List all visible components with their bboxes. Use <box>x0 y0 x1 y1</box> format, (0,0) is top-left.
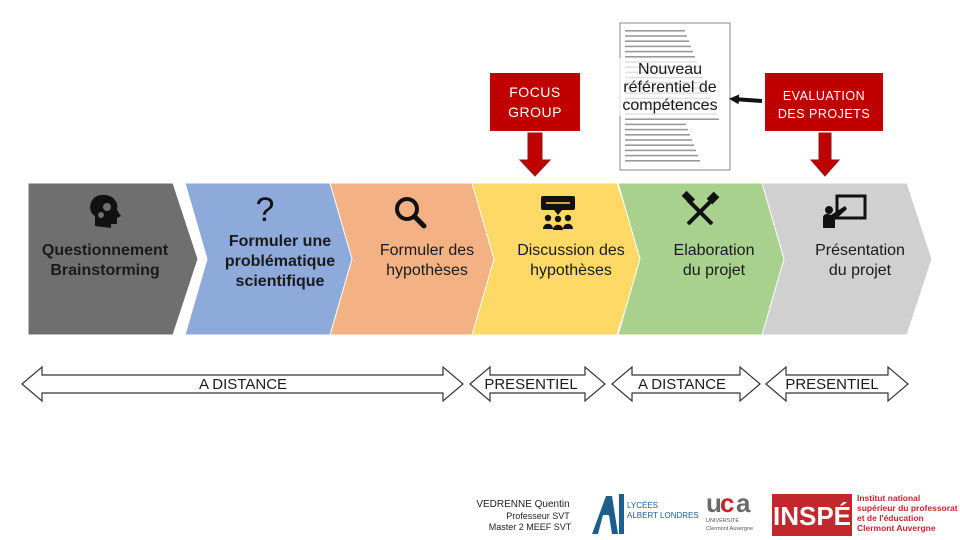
evaluation-line2: DES PROJETS <box>778 107 870 121</box>
focus-group-line2: GROUP <box>508 104 562 120</box>
tools-icon <box>681 190 720 226</box>
step-3-label-line-2: hypothèses <box>386 262 468 279</box>
note-line3: compétences <box>622 97 717 114</box>
document-text-line <box>625 154 698 157</box>
document-text-line <box>625 30 685 32</box>
question-mark-icon: ? <box>256 191 275 229</box>
uca-logo-line1: UNIVERSITÉ <box>706 517 739 524</box>
document-text-line <box>625 149 696 152</box>
document-text-line <box>625 118 719 120</box>
phase-label-1: A DISTANCE <box>199 376 287 393</box>
author-role: Professeur SVT <box>506 511 570 521</box>
lycees-logo-line2: ALBERT LONDRES <box>627 511 699 520</box>
note-line1: Nouveau <box>638 61 702 78</box>
document-text-line <box>625 144 694 146</box>
phase-arrow-3 <box>611 365 761 403</box>
document-text-line <box>625 56 695 58</box>
document-text-line <box>625 50 693 53</box>
focus-group-callout: FOCUS GROUP <box>490 73 580 177</box>
lycees-albert-londres-logo: LYCÉES ALBERT LONDRES <box>592 494 699 534</box>
step-4-label-line-1: Discussion des <box>517 242 625 259</box>
step-1-label-line-2: Brainstorming <box>50 262 159 279</box>
phase-arrow-1 <box>21 365 464 403</box>
phase-timeline: A DISTANCE PRESENTIEL A DISTANCE PRESENTIEL <box>21 365 909 403</box>
step-chevron-6 <box>761 182 933 336</box>
group-discussion-icon <box>541 196 575 230</box>
author-name: VEDRENNE Quentin <box>476 499 569 510</box>
uca-logo-line2: Clermont Auvergne <box>706 526 753 532</box>
presenter-board-icon <box>823 194 867 228</box>
process-steps <box>27 182 933 336</box>
magnifier-icon <box>395 197 427 229</box>
phase-label-2: PRESENTIEL <box>484 376 577 393</box>
step-6-label-line-2: du projet <box>829 262 892 279</box>
phase-arrow-2 <box>469 365 606 403</box>
step-2-label-line-1: Formuler une <box>229 233 331 250</box>
inspe-logo: INSPÉ Institut national supérieur du pro… <box>772 493 958 536</box>
evaluation-box <box>765 73 883 131</box>
evaluation-callout: EVALUATION DES PROJETS <box>765 73 883 177</box>
evaluation-line1: EVALUATION <box>783 89 865 103</box>
svg-text:u: u <box>706 488 722 518</box>
step-5-label-line-2: du projet <box>683 262 746 279</box>
document-text-line <box>625 35 687 37</box>
step-chevron-1 <box>27 182 199 336</box>
author-block: VEDRENNE Quentin Professeur SVT Master 2… <box>476 499 571 532</box>
evaluation-to-framework-arrow <box>729 94 763 105</box>
inspe-line1: Institut national <box>857 493 920 503</box>
document-text-line <box>625 134 690 136</box>
uca-logo: u c a UNIVERSITÉ Clermont Auvergne <box>706 488 753 532</box>
document-text-line <box>625 139 692 141</box>
step-2-label-line-2: problématique <box>225 253 335 270</box>
competence-framework-document: Nouveau référentiel de compétences <box>618 22 731 171</box>
document-text-line <box>625 40 689 42</box>
head-gears-icon <box>90 194 121 228</box>
document-text-line <box>625 160 700 162</box>
lycees-logo-line1: LYCÉES <box>627 501 658 510</box>
document-text-line <box>625 128 688 131</box>
phase-arrow-4 <box>765 365 909 403</box>
focus-group-box <box>490 73 580 131</box>
svg-text:c: c <box>720 488 734 518</box>
svg-text:?: ? <box>256 191 275 229</box>
step-4-label-line-2: hypothèses <box>530 262 612 279</box>
phase-label-3: A DISTANCE <box>638 376 726 393</box>
step-3-label-line-1: Formuler des <box>380 242 474 259</box>
phase-label-4: PRESENTIEL <box>785 376 878 393</box>
evaluation-down-arrow <box>809 132 841 177</box>
step-2-label-line-3: scientifique <box>236 273 325 290</box>
step-1-label-line-1: Questionnement <box>42 242 169 259</box>
document-text-line <box>625 123 686 126</box>
svg-text:a: a <box>736 488 751 518</box>
step-5-label-line-1: Elaboration <box>674 242 755 259</box>
step-chevron-4 <box>471 182 643 336</box>
author-degree: Master 2 MEEF SVT <box>489 522 572 532</box>
step-chevron-5 <box>617 182 789 336</box>
step-6-label-line-1: Présentation <box>815 242 905 259</box>
focus-group-line1: FOCUS <box>509 84 561 100</box>
focus-group-down-arrow <box>518 132 552 177</box>
note-line2: référentiel de <box>623 79 716 96</box>
inspe-mark: INSPÉ <box>773 501 851 531</box>
document-text-line <box>625 45 691 48</box>
inspe-line2: supérieur du professorat <box>857 503 958 513</box>
inspe-line4: Clermont Auvergne <box>857 523 936 533</box>
inspe-line3: et de l'éducation <box>857 513 924 523</box>
